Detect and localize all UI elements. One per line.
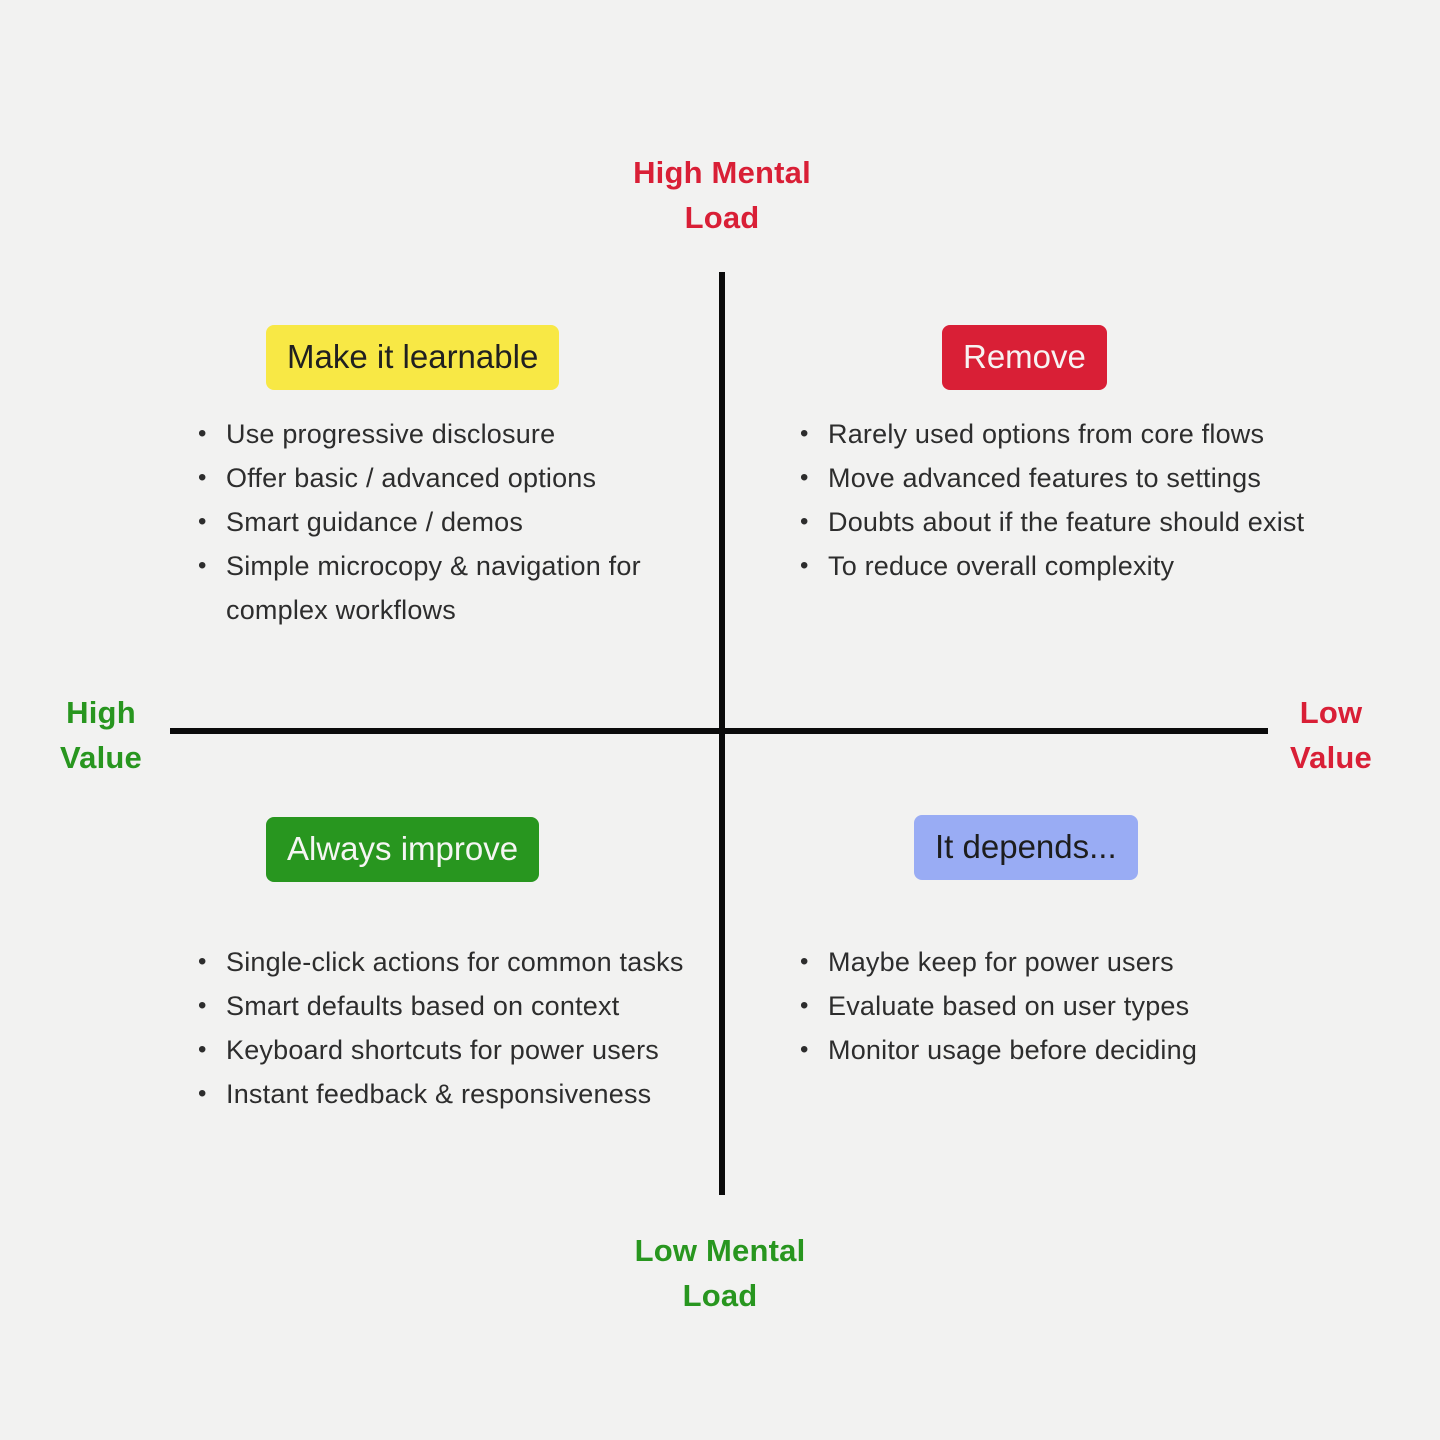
bullet-item: Rarely used options from core flows <box>792 412 1322 456</box>
bullet-item: Instant feedback & responsiveness <box>190 1072 720 1116</box>
axis-label-high-mental-load: High Mental Load <box>633 155 811 235</box>
bullet-item: Doubts about if the feature should exist <box>792 500 1322 544</box>
axis-label-high-value: High Value <box>60 695 142 775</box>
bullet-item: Single-click actions for common tasks <box>190 940 720 984</box>
bullet-item: Move advanced features to settings <box>792 456 1322 500</box>
bullet-list-it-depends: Maybe keep for power usersEvaluate based… <box>792 940 1322 1072</box>
bullet-item: Monitor usage before deciding <box>792 1028 1322 1072</box>
quadrant-title-remove: Remove <box>942 325 1107 390</box>
bullet-list-make-it-learnable: Use progressive disclosureOffer basic / … <box>190 412 720 632</box>
bullet-item: To reduce overall complexity <box>792 544 1322 588</box>
bullet-item: Smart defaults based on context <box>190 984 720 1028</box>
bullet-item: Smart guidance / demos <box>190 500 720 544</box>
bullet-list-always-improve: Single-click actions for common tasksSma… <box>190 940 720 1116</box>
bullet-item: Evaluate based on user types <box>792 984 1322 1028</box>
bullet-item: Simple microcopy & navigation for comple… <box>190 544 720 632</box>
quadrant-title-it-depends: It depends... <box>914 815 1138 880</box>
bullet-item: Offer basic / advanced options <box>190 456 720 500</box>
bullet-list-remove: Rarely used options from core flowsMove … <box>792 412 1322 588</box>
quadrant-title-always-improve: Always improve <box>266 817 540 882</box>
bullet-item: Maybe keep for power users <box>792 940 1322 984</box>
bullet-item: Keyboard shortcuts for power users <box>190 1028 720 1072</box>
horizontal-axis-line <box>170 728 1268 734</box>
axis-label-low-value: Low Value <box>1290 695 1372 775</box>
axis-label-low-mental-load: Low Mental Load <box>634 1233 806 1313</box>
bullet-item: Use progressive disclosure <box>190 412 720 456</box>
quadrant-title-make-it-learnable: Make it learnable <box>266 325 560 390</box>
